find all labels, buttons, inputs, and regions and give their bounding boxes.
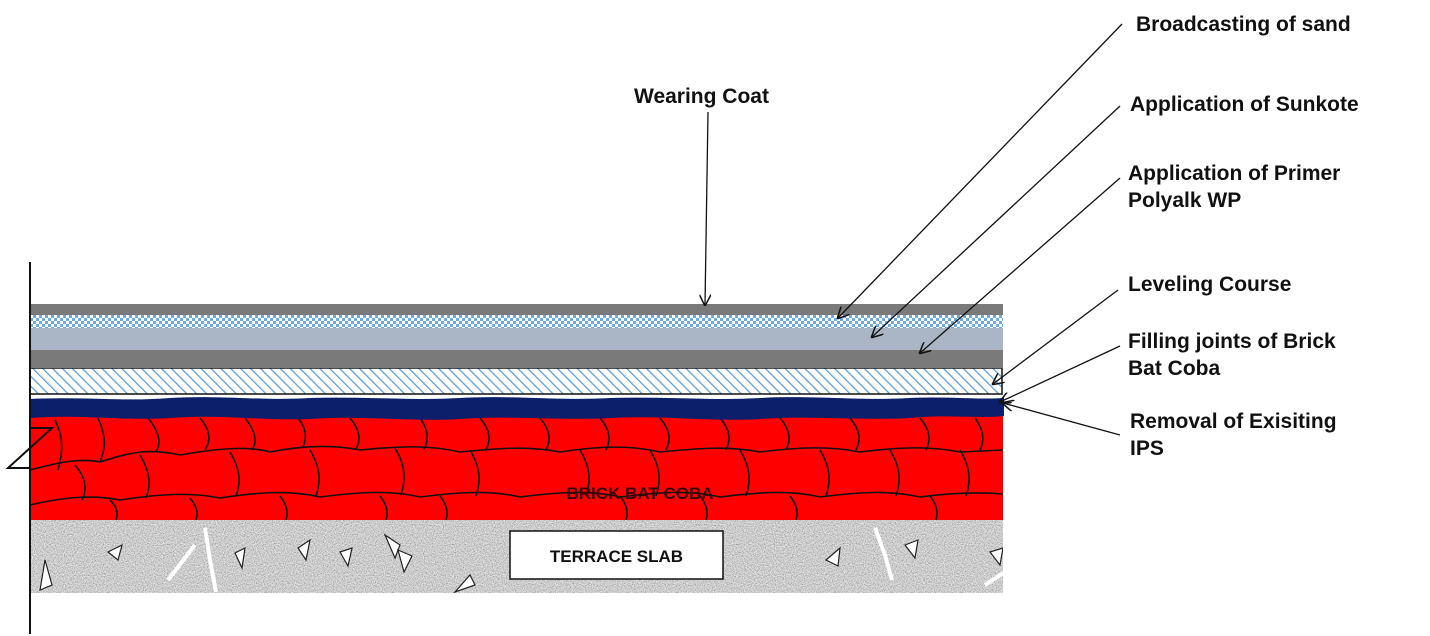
sand-layer [30, 315, 1003, 328]
leader-leveling [993, 289, 1119, 384]
terrace-slab-label: TERRACE SLAB [550, 547, 683, 566]
leveling-course-layer [29, 367, 1003, 395]
label-application-of-primer: Application of Primer Polyalk WP [1128, 160, 1340, 214]
label-removal-line2: IPS [1130, 437, 1164, 460]
leader-lines [705, 23, 1123, 436]
label-filling-joints: Filling joints of Brick Bat Coba [1128, 328, 1336, 382]
leader-removal [1003, 403, 1121, 436]
leader-broadcasting [838, 23, 1123, 318]
slab-cracks [166, 527, 1022, 593]
brick-bat-coba-label: BRICK BAT COBA [566, 484, 713, 503]
leader-sunkote [872, 105, 1121, 337]
label-broadcasting-of-sand: Broadcasting of sand [1136, 13, 1351, 36]
primer-layer [30, 350, 1003, 368]
brick-bat-coba-layer: BRICK BAT COBA [30, 412, 1003, 520]
label-removal-of-ips: Removal of Exisiting IPS [1130, 408, 1337, 462]
sunkote-layer [30, 328, 1003, 350]
label-primer-line1: Application of Primer [1128, 162, 1341, 185]
label-application-of-sunkote: Application of Sunkote [1130, 93, 1359, 116]
leader-primer [920, 177, 1121, 353]
label-leveling-course: Leveling Course [1128, 273, 1292, 296]
aggregate-marks [39, 533, 1003, 593]
leader-wearing-coat [705, 111, 708, 305]
label-filling-line1: Filling joints of Brick [1128, 330, 1336, 353]
terrace-slab-label-box [509, 530, 724, 580]
label-removal-line1: Removal of Exisiting [1130, 410, 1337, 433]
label-wearing-coat: Wearing Coat [634, 85, 769, 108]
leader-filling [1000, 345, 1121, 402]
brick-joints [30, 417, 1003, 520]
wearing-coat-layer [30, 304, 1003, 315]
terrace-slab-layer: TERRACE SLAB [30, 520, 1022, 593]
label-filling-line2: Bat Coba [1128, 357, 1221, 380]
break-mark [5, 427, 55, 469]
label-primer-line2: Polyalk WP [1128, 189, 1242, 212]
ips-removal-band [29, 397, 1004, 420]
